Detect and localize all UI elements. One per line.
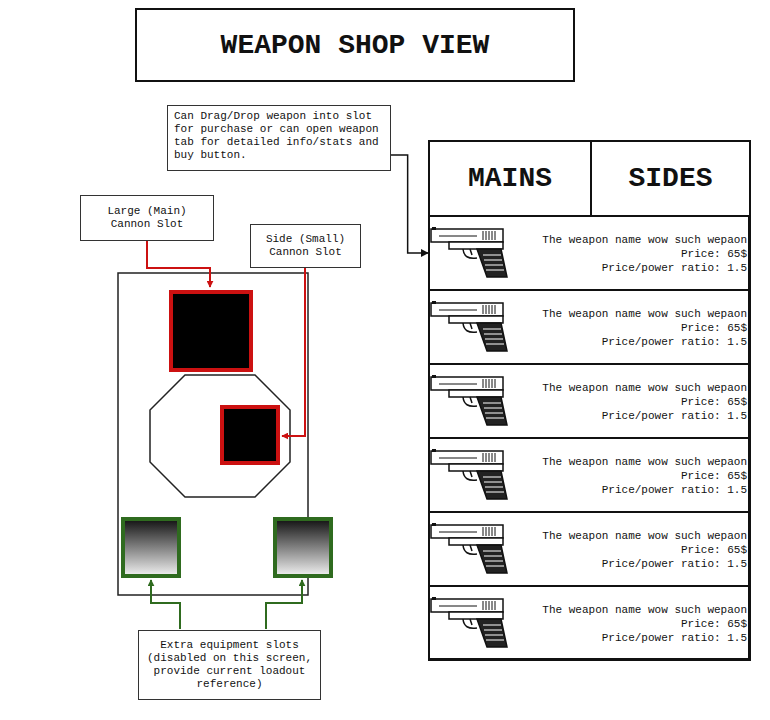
weapon-name: The weapon name wow such wepaon: [516, 455, 747, 469]
weapon-price: Price: 65$: [516, 469, 747, 483]
equipment-slot: [123, 519, 179, 576]
price-power-ratio: Price/power ratio: 1.5: [516, 631, 747, 645]
leader-line: [147, 241, 210, 287]
weapon-name: The weapon name wow such wepaon: [516, 233, 747, 247]
callout-text: Can Drag/Drop weapon into slot for purch…: [174, 110, 384, 162]
weapon-info: The weapon name wow such wepaonPrice: 65…: [516, 307, 747, 349]
weapon-item: The weapon name wow such wepaonPrice: 65…: [428, 215, 751, 291]
tab-label: MAINS: [468, 163, 552, 194]
price-power-ratio: Price/power ratio: 1.5: [516, 483, 747, 497]
weapon-item: The weapon name wow such wepaonPrice: 65…: [428, 585, 751, 661]
weapon-price: Price: 65$: [516, 321, 747, 335]
title-text: WEAPON SHOP VIEW: [221, 30, 490, 61]
title-box: WEAPON SHOP VIEW: [135, 8, 575, 82]
weapon-price: Price: 65$: [516, 395, 747, 409]
tab-button: MAINS: [428, 140, 592, 217]
weapon-info: The weapon name wow such wepaonPrice: 65…: [516, 529, 747, 571]
tab-label: SIDES: [628, 163, 712, 194]
leader-line: [282, 268, 305, 436]
weapon-name: The weapon name wow such wepaon: [516, 603, 747, 617]
weapon-item: The weapon name wow such wepaonPrice: 65…: [428, 363, 751, 439]
weapon-item: The weapon name wow such wepaonPrice: 65…: [428, 511, 751, 587]
price-power-ratio: Price/power ratio: 1.5: [516, 557, 747, 571]
leader-line: [151, 580, 180, 629]
weapon-price: Price: 65$: [516, 543, 747, 557]
pistol-icon: [431, 227, 507, 277]
callout-text: Extra equipment slots (disabled on this …: [145, 639, 314, 691]
weapon-item: The weapon name wow such wepaonPrice: 65…: [428, 437, 751, 513]
weapon-name: The weapon name wow such wepaon: [516, 529, 747, 543]
weapon-info: The weapon name wow such wepaonPrice: 65…: [516, 603, 747, 645]
weapon-item: The weapon name wow such wepaonPrice: 65…: [428, 289, 751, 365]
price-power-ratio: Price/power ratio: 1.5: [516, 409, 747, 423]
weapon-name: The weapon name wow such wepaon: [516, 381, 747, 395]
slot-callout: Large (Main) Cannon Slot: [80, 195, 214, 241]
leader-line: [266, 580, 302, 629]
weapon-info: The weapon name wow such wepaonPrice: 65…: [516, 233, 747, 275]
pistol-icon: [431, 375, 507, 425]
slot-callout: Side (Small) Cannon Slot: [250, 224, 361, 268]
weapon-info: The weapon name wow such wepaonPrice: 65…: [516, 455, 747, 497]
price-power-ratio: Price/power ratio: 1.5: [516, 335, 747, 349]
callout-arrow: [391, 155, 428, 253]
side-cannon-slot: [222, 407, 278, 463]
weapon-info: The weapon name wow such wepaonPrice: 65…: [516, 381, 747, 423]
weapon-price: Price: 65$: [516, 247, 747, 261]
weapon-price: Price: 65$: [516, 617, 747, 631]
price-power-ratio: Price/power ratio: 1.5: [516, 261, 747, 275]
pistol-icon: [431, 597, 507, 647]
equipment-slot: [275, 519, 331, 576]
tab-button: SIDES: [590, 140, 751, 217]
slot-callout: Extra equipment slots (disabled on this …: [138, 630, 321, 700]
weapon-name: The weapon name wow such wepaon: [516, 307, 747, 321]
shop-panel: [429, 141, 749, 659]
note-callout: Can Drag/Drop weapon into slot for purch…: [167, 105, 391, 171]
pistol-icon: [431, 449, 507, 499]
pistol-icon: [431, 301, 507, 351]
callout-text: Side (Small) Cannon Slot: [257, 233, 354, 259]
pistol-icon: [431, 523, 507, 573]
callout-text: Large (Main) Cannon Slot: [87, 205, 207, 231]
main-cannon-slot: [171, 292, 251, 370]
ship-hull-octagon: [150, 375, 290, 497]
